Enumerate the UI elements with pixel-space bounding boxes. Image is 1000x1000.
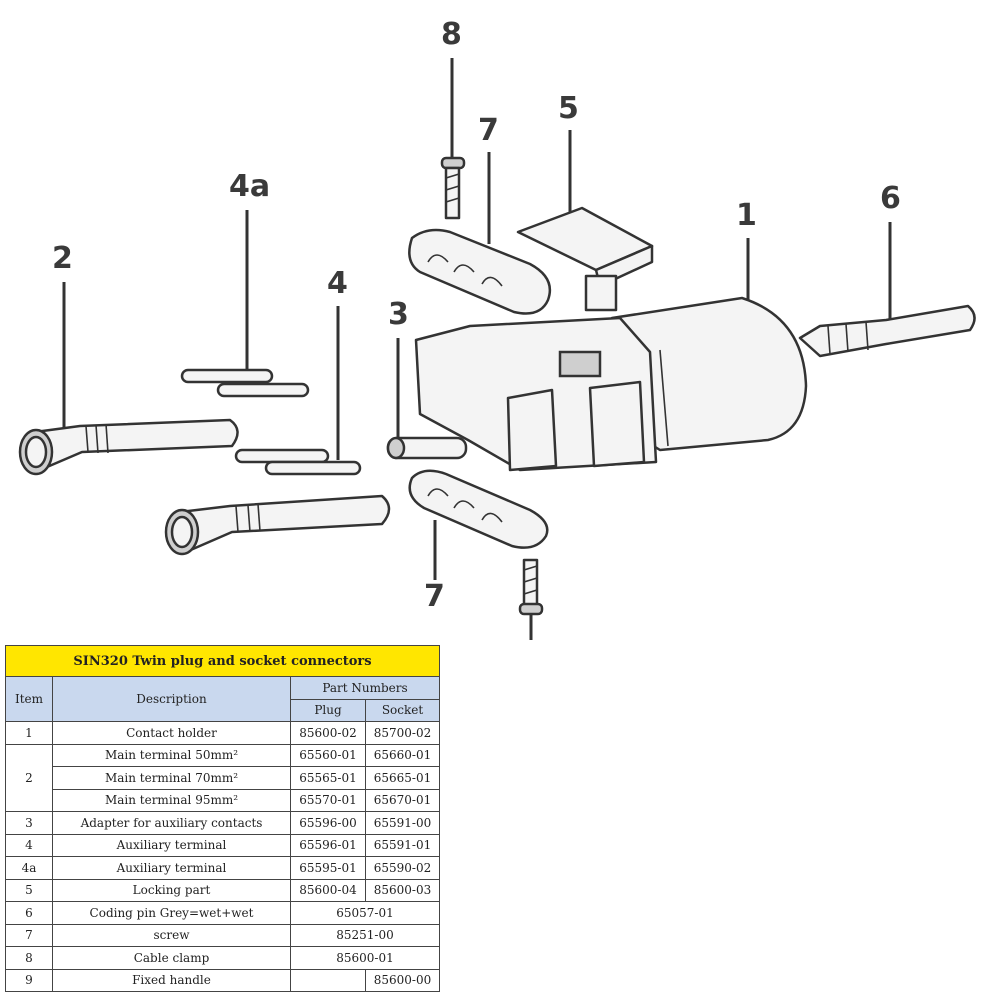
cell-item: 8 [5, 946, 53, 970]
auxiliary-terminals-4 [234, 448, 362, 476]
table-row: 8 Cable clamp 85600-01 [5, 946, 440, 970]
main-terminal-upper [18, 418, 239, 476]
callout-6: 6 [880, 181, 901, 216]
callout-7-top: 7 [478, 113, 499, 148]
cell-description: Adapter for auxiliary contacts [52, 811, 291, 835]
cell-plug: 65596-00 [290, 811, 366, 835]
cell-part-number-shared: 65057-01 [290, 901, 440, 925]
cell-plug: 65570-01 [290, 788, 366, 812]
cell-plug: 65560-01 [290, 743, 366, 767]
cell-description: Auxiliary terminal [52, 856, 291, 880]
header-description: Description [52, 676, 291, 722]
callout-7-bottom: 7 [424, 579, 445, 614]
table-header-row: Item Description Part Numbers [5, 676, 440, 722]
locking-part [516, 206, 654, 312]
table-row: Main terminal 70mm² 65565-01 65665-01 [6, 766, 440, 790]
cell-description: Auxiliary terminal [52, 833, 291, 857]
auxiliary-terminals-4a [180, 368, 310, 398]
table-row: Main terminal 95mm² 65570-01 65670-01 [6, 788, 440, 812]
header-item: Item [5, 676, 53, 722]
header-plug: Plug [290, 698, 366, 722]
cell-item: 4a [5, 856, 53, 880]
cell-plug: 65596-01 [290, 833, 366, 857]
screw-bottom [518, 558, 544, 616]
table-row: 6 Coding pin Grey=wet+wet 65057-01 [5, 901, 440, 925]
table-row: 5 Locking part 85600-04 85600-03 [5, 878, 440, 902]
parts-table: SIN320 Twin plug and socket connectors I… [5, 645, 440, 992]
cell-description: Coding pin Grey=wet+wet [52, 901, 291, 925]
exploded-view-drawing: 8 7 5 4a 2 1 6 4 3 7 8 [18, 17, 976, 640]
header-part-numbers: Part Numbers [290, 676, 440, 700]
callout-8-top: 8 [441, 17, 462, 52]
cell-plug: 65595-01 [290, 856, 366, 880]
table-row: 1 Contact holder 85600-02 85700-02 [5, 721, 440, 745]
header-socket: Socket [365, 698, 440, 722]
table-row: 4a Auxiliary terminal 65595-01 65590-02 [5, 856, 440, 880]
cell-plug: 65565-01 [290, 766, 366, 790]
cell-description: screw [52, 923, 291, 947]
table-row: 9 Fixed handle 85600-00 [5, 968, 440, 992]
cell-plug: 85600-04 [290, 878, 366, 902]
cell-socket: 65665-01 [365, 766, 440, 790]
cell-item: 4 [5, 833, 53, 857]
cell-item: 9 [5, 968, 53, 992]
main-terminal-lower [164, 494, 391, 556]
screw-top [440, 156, 466, 220]
cell-socket: 85600-00 [365, 968, 440, 992]
cell-item: 1 [5, 721, 53, 745]
cell-socket: 65591-00 [365, 811, 440, 835]
table-title-row: SIN320 Twin plug and socket connectors [5, 645, 440, 677]
callout-5: 5 [558, 91, 579, 126]
table-title: SIN320 Twin plug and socket connectors [5, 645, 440, 677]
cell-description: Locking part [52, 878, 291, 902]
table-row: 7 screw 85251-00 [5, 923, 440, 947]
cell-socket: 85700-02 [365, 721, 440, 745]
coding-pin [798, 304, 976, 358]
callout-1: 1 [736, 198, 757, 233]
callout-2: 2 [52, 241, 73, 276]
cell-item: 2 [5, 743, 53, 812]
cell-socket: 65670-01 [365, 788, 440, 812]
callout-3: 3 [388, 297, 409, 332]
cell-description: Main terminal 50mm² [52, 743, 291, 767]
cell-description: Fixed handle [52, 968, 291, 992]
table-row: 2 Main terminal 50mm² 65560-01 65660-01 [5, 743, 440, 812]
cell-part-number-shared: 85600-01 [290, 946, 440, 970]
contact-holder-housing [414, 296, 808, 472]
cell-item: 6 [5, 901, 53, 925]
cell-item: 7 [5, 923, 53, 947]
cable-clamp-top [408, 228, 552, 315]
cell-description: Main terminal 70mm² [52, 766, 291, 790]
cell-description: Cable clamp [52, 946, 291, 970]
cell-socket: 65660-01 [365, 743, 440, 767]
cell-socket: 65591-01 [365, 833, 440, 857]
cell-description: Main terminal 95mm² [52, 788, 291, 812]
adapter-aux-contacts [386, 436, 468, 460]
callout-4a: 4a [229, 169, 270, 204]
cell-socket: 85600-03 [365, 878, 440, 902]
cell-plug: 85600-02 [290, 721, 366, 745]
callout-4: 4 [327, 266, 348, 301]
cell-part-number-shared: 85251-00 [290, 923, 440, 947]
cell-socket: 65590-02 [365, 856, 440, 880]
cell-plug [290, 968, 366, 992]
cell-description: Contact holder [52, 721, 291, 745]
table-subheader-row: Plug Socket [6, 698, 440, 722]
table-row: 3 Adapter for auxiliary contacts 65596-0… [5, 811, 440, 835]
table-row: 4 Auxiliary terminal 65596-01 65591-01 [5, 833, 440, 857]
cell-item: 3 [5, 811, 53, 835]
cable-clamp-bottom [408, 469, 549, 549]
cell-item: 5 [5, 878, 53, 902]
